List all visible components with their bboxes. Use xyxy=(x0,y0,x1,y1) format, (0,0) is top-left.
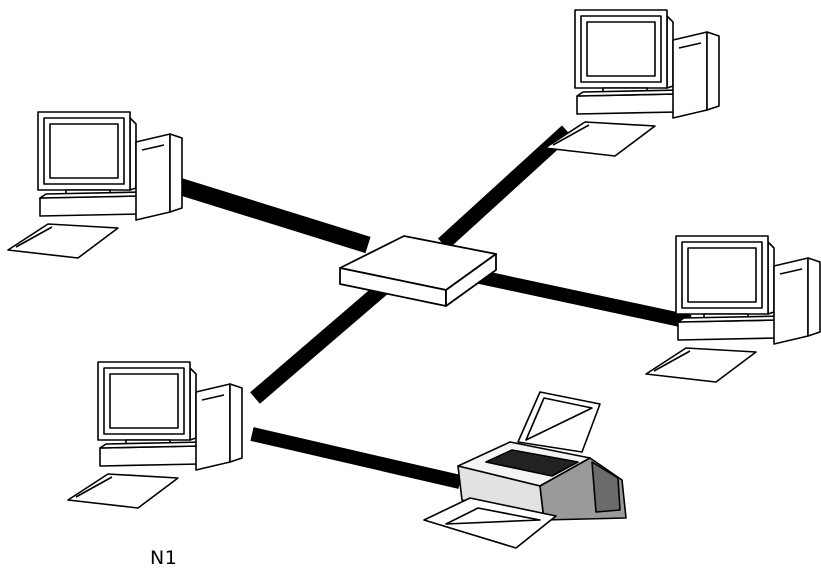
printer-icon xyxy=(423,391,627,549)
cable-pc-bottom-left-to-hub xyxy=(250,283,387,404)
computer-icon-left xyxy=(7,111,183,259)
cable-pc-right-to-hub xyxy=(450,264,692,329)
cable-pc-left-to-hub xyxy=(169,175,371,254)
computer-icon-top-right xyxy=(544,9,720,157)
cable-pc-bottom-left-to-printer xyxy=(250,427,462,489)
node-label-n1: N1 xyxy=(150,547,178,569)
cable-pc-top-right-to-hub xyxy=(437,125,573,250)
computer-icon-right xyxy=(645,235,821,383)
computer-icon-bottom-left xyxy=(67,361,243,509)
hub-icon xyxy=(339,235,497,307)
